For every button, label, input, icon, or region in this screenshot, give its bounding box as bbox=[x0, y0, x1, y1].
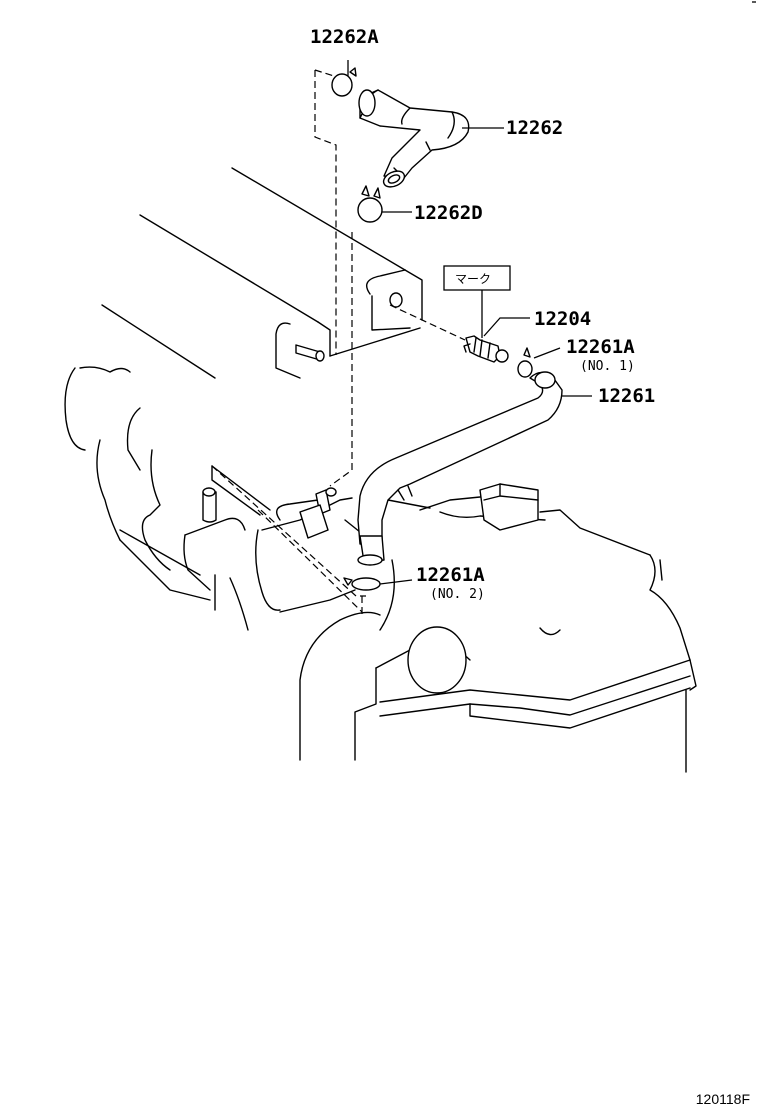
callout-12262[interactable]: 12262 bbox=[506, 117, 563, 139]
callout-12261A-no2-sub: (NO. 2) bbox=[430, 587, 485, 602]
clamp-12261A-no1 bbox=[517, 347, 533, 378]
clamp-12262A bbox=[331, 67, 357, 97]
clamp-12261A-no2 bbox=[343, 577, 381, 591]
callout-12261A-no1[interactable]: 12261A bbox=[566, 336, 635, 358]
callout-12262D[interactable]: 12262D bbox=[414, 202, 483, 224]
hose-12261 bbox=[357, 371, 563, 566]
callout-12261A-no2[interactable]: 12261A bbox=[416, 564, 485, 586]
callout-12204[interactable]: 12204 bbox=[534, 308, 591, 330]
callout-12261A-no1-sub: (NO. 1) bbox=[580, 359, 635, 374]
engine-block-illustration bbox=[64, 167, 697, 773]
mark-box-label: マーク bbox=[455, 272, 491, 286]
pcv-valve-12204 bbox=[463, 335, 509, 363]
callout-12262A[interactable]: 12262A bbox=[310, 26, 379, 48]
leader-lines bbox=[347, 60, 592, 585]
hose-12262 bbox=[358, 89, 470, 188]
dashed-guide-lines bbox=[211, 69, 466, 616]
mark-box bbox=[443, 265, 511, 291]
figure-code: 120118F bbox=[696, 1091, 750, 1107]
clamp-12262D bbox=[357, 185, 383, 223]
callout-12261[interactable]: 12261 bbox=[598, 385, 655, 407]
